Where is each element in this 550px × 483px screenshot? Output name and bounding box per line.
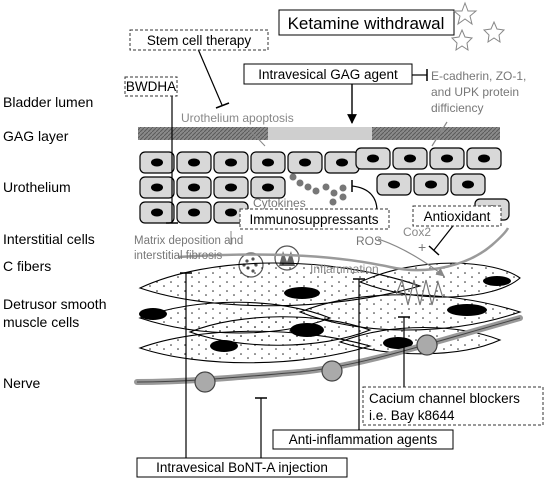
title-box [278,9,455,36]
star-icon [450,28,474,52]
gag-layer-segment [138,127,268,140]
protein-deficiency-line1: E-cadherin, ZO-1, [431,69,526,83]
inhibit-bar [428,245,440,256]
calcium-channel-label-line1: Cacium channel blockers [369,391,520,406]
protein-deficiency-pointer [431,121,448,147]
ros-arrow [377,238,445,277]
gag-agent-label: Intravesical GAG agent [258,67,398,82]
c-fiber [177,227,510,272]
plus-sign: + [418,239,426,255]
stem-cell-therapy-box [129,29,269,51]
matrix-deposition-line2: interstitial fibrosis [134,250,222,262]
anti-inflammation-box [272,429,454,450]
urothelium-apoptosis: Urothelium apoptosis [181,111,294,125]
muscle-nucleus [139,276,511,352]
star-icon [452,1,478,26]
cox2-signal [395,278,444,306]
protein-deficiency-line2: and UPK protein [431,85,519,99]
cox2-label: Cox2 [403,225,431,239]
nerve-node [194,334,438,393]
inhibit-bar [215,102,230,109]
matrix-deposition-line1: Matrix deposition and [134,235,243,247]
label-gag-layer: GAG layer [3,128,69,144]
bwdha-label: BWDHA [126,79,176,94]
antioxidant-label: Antioxidant [424,209,491,224]
label-nerve: Nerve [3,375,41,391]
star-icon [482,20,506,44]
immunosuppressant-line [351,185,378,212]
calcium-channel-label-line2: i.e. Bay k8644 [369,408,455,423]
bwdha-box [124,76,178,97]
urothelium-cells [139,147,510,224]
label-c-fibers: C fibers [3,258,51,274]
ros-label: ROS [356,234,382,248]
botox-label: Intravesical BoNT-A injection [156,460,328,475]
label-interstitial-cells: Interstitial cells [3,231,95,247]
calcium-channel-box [362,386,544,426]
stem-cell-inhibit-line [197,48,223,106]
antioxidant-line [433,221,457,251]
label-detrusor-line1: Detrusor smooth [3,296,106,312]
stem-cell-therapy-label: Stem cell therapy [147,33,252,48]
anti-inflammation-label: Anti-inflammation agents [289,432,438,447]
protein-deficiency-line3: difficiency [431,101,483,115]
nerve-fiber-outline [136,317,521,383]
inflammation-label: Inflammation [310,262,379,276]
label-detrusor-line2: muscle cells [3,314,79,330]
apoptosis-pointer [246,126,266,147]
antioxidant-box [412,205,502,227]
immunosuppressants-box [239,208,390,230]
label-urothelium: Urothelium [3,179,71,195]
gag-agent-box [243,63,413,85]
cytokines-label: Cytokines [253,196,306,210]
title-ketamine-withdrawal: Ketamine withdrawal [288,14,445,33]
label-bladder-lumen: Bladder lumen [3,94,93,110]
immunosuppressants-label: Immunosuppressants [249,212,378,227]
gag-layer-damaged-segment [268,127,372,140]
cytokine-dots [289,173,347,206]
gag-layer-segment [372,127,500,140]
botox-box [136,457,348,478]
